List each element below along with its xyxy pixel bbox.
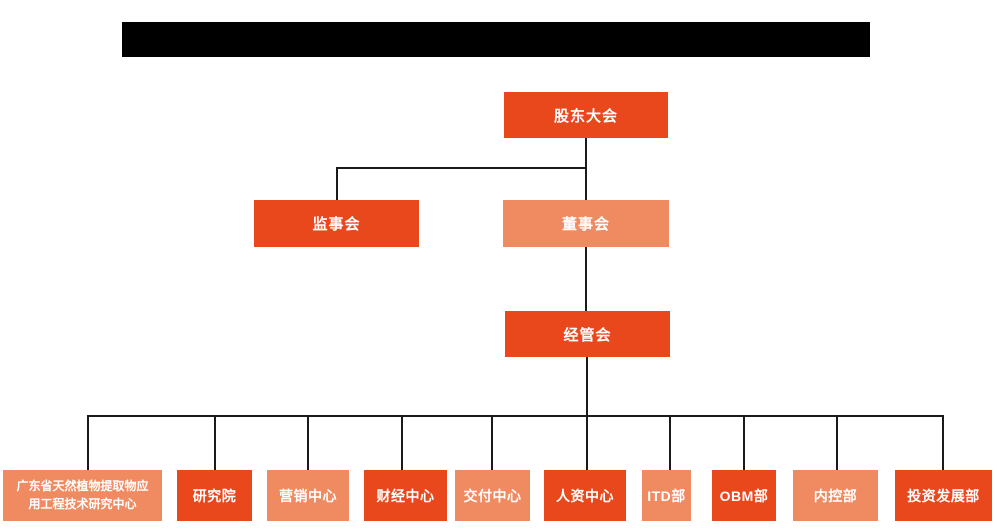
org-node-internal-control-department: 内控部	[793, 470, 878, 521]
org-node-label: 交付中心	[463, 487, 522, 504]
org-node-label: 投资发展部	[907, 487, 980, 504]
org-node-delivery-center: 交付中心	[455, 470, 530, 521]
org-node-label: 监事会	[312, 216, 361, 233]
org-node-research-institute: 研究院	[177, 470, 252, 521]
org-node-label: 广东省天然植物提取物应用工程技术研究中心	[16, 479, 149, 511]
org-node-management-committee: 经管会	[505, 311, 670, 357]
org-node-label: 董事会	[561, 216, 610, 233]
org-node-itd-department: ITD部	[642, 470, 691, 521]
org-node-shareholders-meeting: 股东大会	[504, 92, 668, 138]
org-node-obm-department: OBM部	[712, 470, 776, 521]
org-node-label: 内控部	[813, 487, 858, 504]
org-node-label: 经管会	[563, 326, 612, 344]
org-node-label: 研究院	[192, 487, 237, 504]
org-node-label: OBM部	[719, 487, 769, 504]
org-node-marketing-center: 营销中心	[267, 470, 349, 521]
org-node-label: 财经中心	[376, 487, 435, 504]
org-node-investment-development-department: 投资发展部	[895, 470, 992, 521]
org-node-label: ITD部	[647, 487, 686, 504]
org-node-label: 股东大会	[553, 107, 618, 125]
redacted-title-bar	[122, 22, 870, 57]
org-node-finance-center: 财经中心	[364, 470, 447, 521]
org-node-label: 人资中心	[556, 487, 614, 504]
org-node-supervisory-board: 监事会	[254, 200, 419, 247]
org-node-label: 营销中心	[279, 487, 337, 504]
org-node-board-of-directors: 董事会	[503, 200, 669, 247]
org-node-research-center: 广东省天然植物提取物应用工程技术研究中心	[3, 470, 162, 521]
org-node-hr-center: 人资中心	[544, 470, 626, 521]
